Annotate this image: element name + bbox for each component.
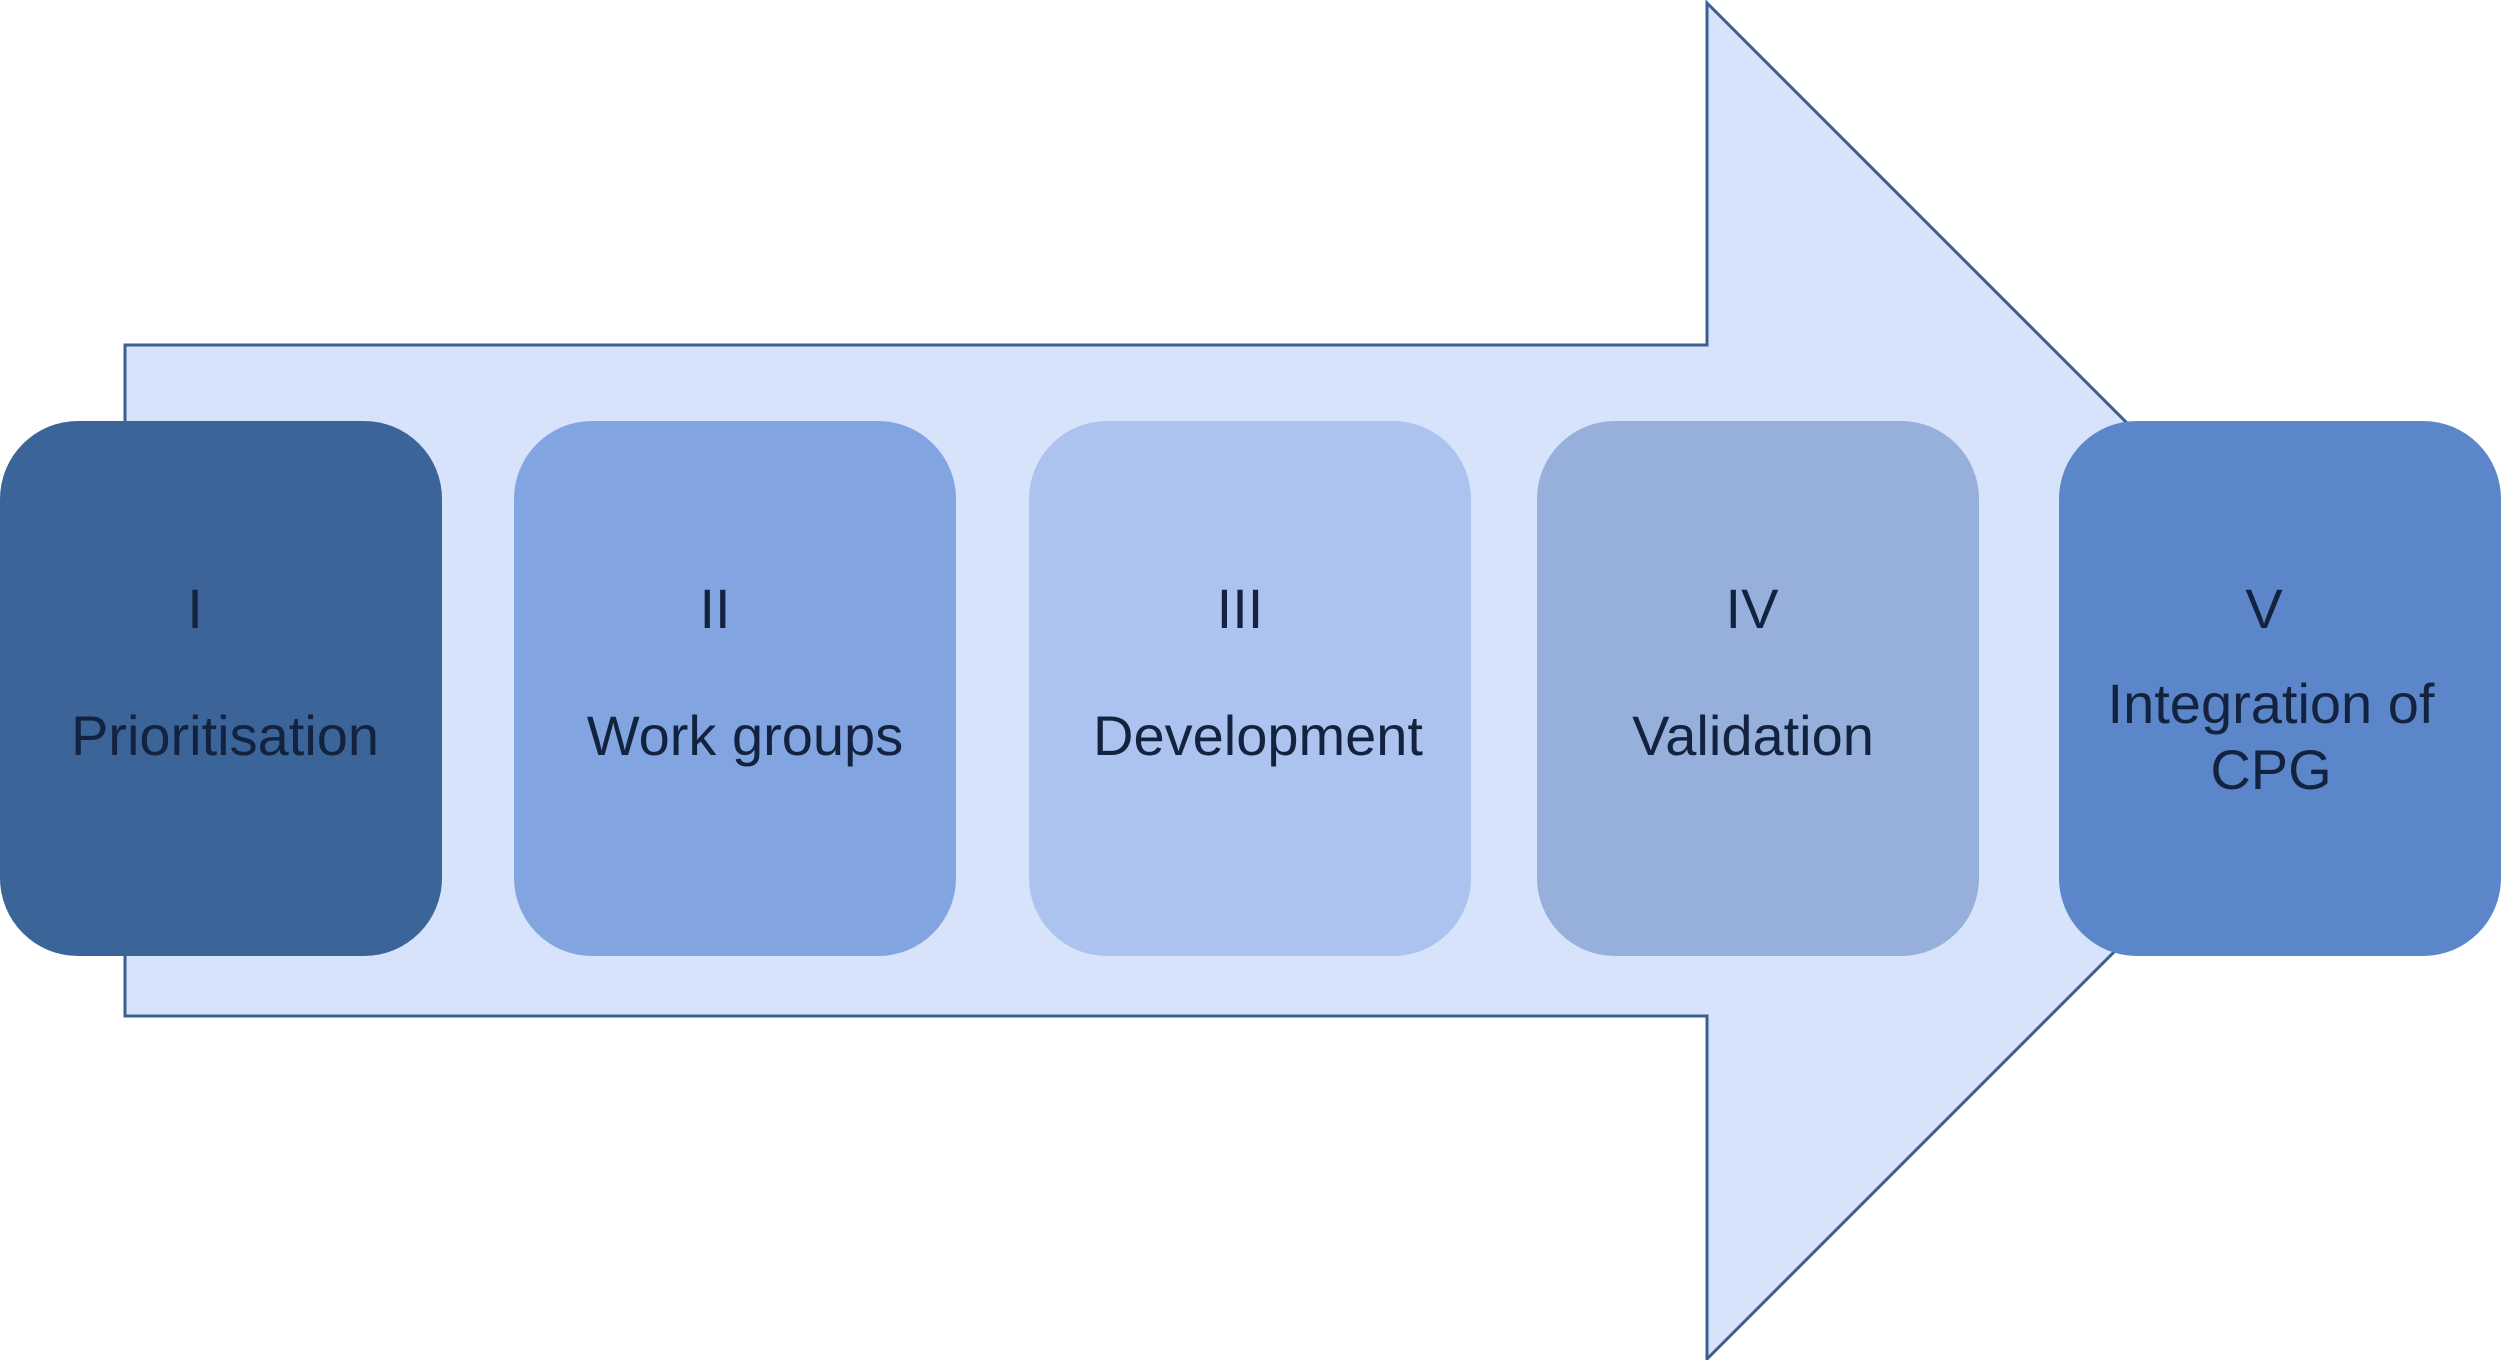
- stage-box-development: III Development: [1029, 421, 1471, 956]
- stage-box-prioritisation: I Prioritisation: [0, 421, 442, 956]
- stage-box-integration-of-cpg: V Integration of CPG: [2059, 421, 2501, 956]
- stage-numeral: III: [1216, 577, 1264, 640]
- stage-box-work-groups: II Work groups: [514, 421, 956, 956]
- stage-numeral: V: [2245, 577, 2283, 640]
- stage-label: Validation: [1632, 704, 1874, 767]
- stage-label: Work groups: [586, 704, 904, 767]
- stage-label: Development: [1093, 704, 1423, 767]
- stage-label: Integration of CPG: [2107, 672, 2435, 801]
- stage-numeral: IV: [1725, 577, 1779, 640]
- stage-numeral: II: [699, 577, 731, 640]
- stage-label: Prioritisation: [70, 704, 380, 767]
- stage-numeral: I: [187, 577, 203, 640]
- stage-box-validation: IV Validation: [1537, 421, 1979, 956]
